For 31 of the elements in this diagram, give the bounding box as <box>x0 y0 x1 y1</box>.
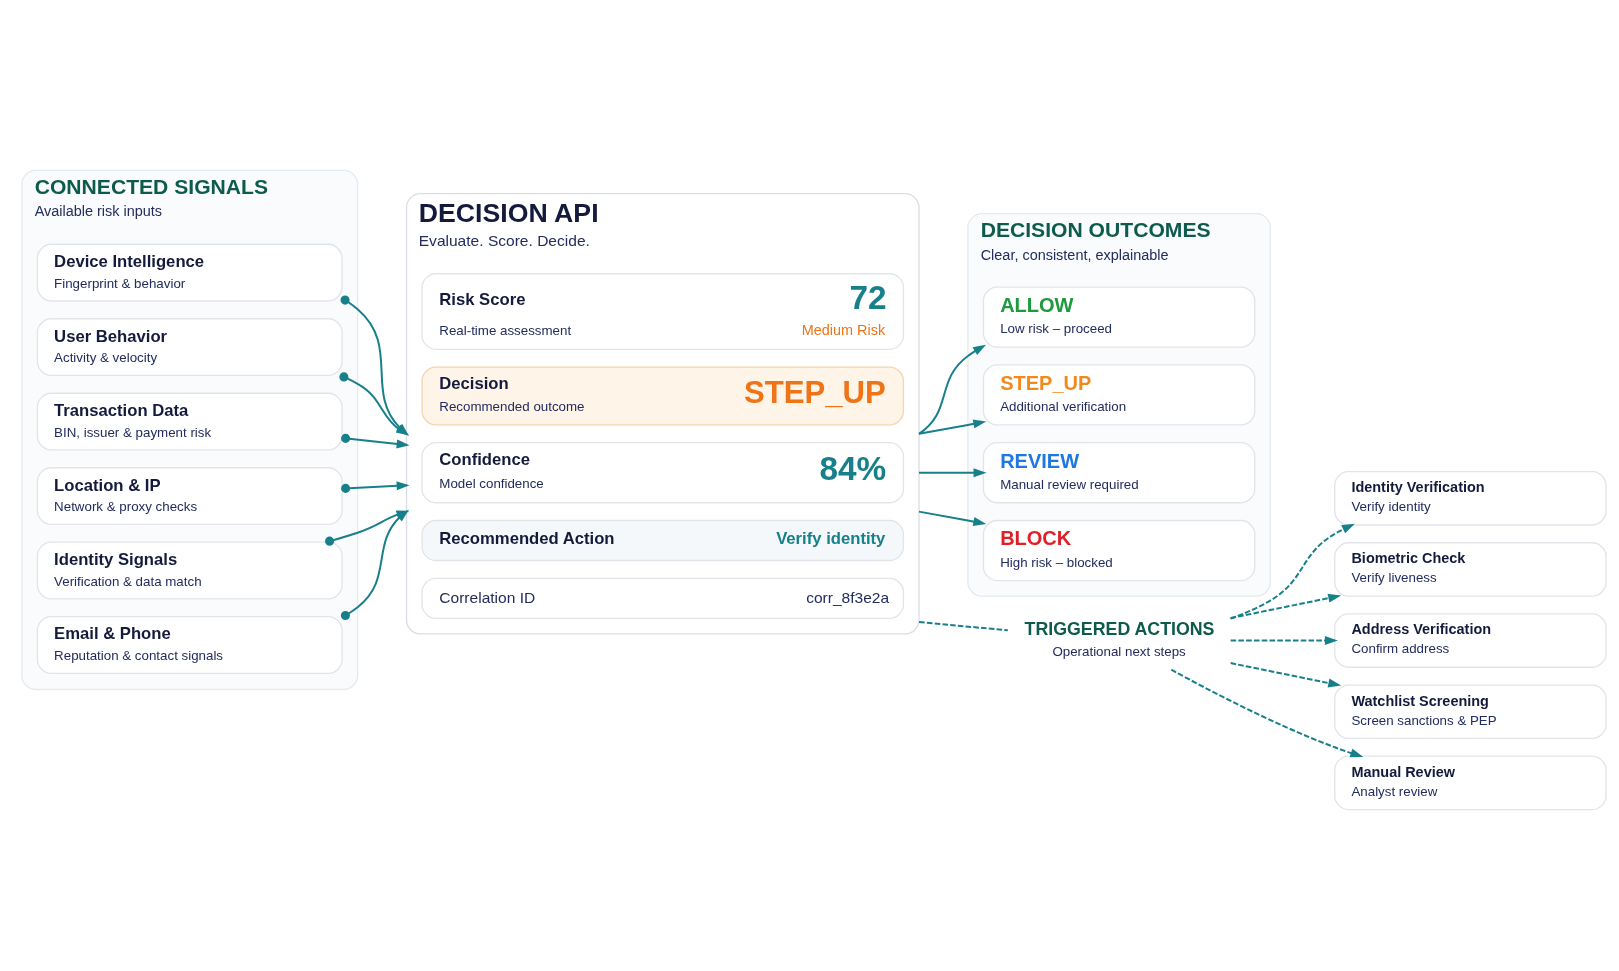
node-box: Correlation ID corr_8f3e2a <box>421 577 905 619</box>
node-box: ALLOW Low risk – proceed <box>982 286 1256 348</box>
node-box: Identity Signals Verification & data match <box>36 541 343 600</box>
arrow <box>341 481 410 493</box>
node-box: Location & IP Network & proxy checks <box>36 467 343 526</box>
node-box: Biometric Check Verify liveness <box>1334 542 1607 597</box>
node-box: User Behavior Activity & velocity <box>36 318 343 377</box>
arrow <box>918 468 987 478</box>
arrow <box>1229 523 1355 620</box>
node-box: Recommended Action Verify identity <box>421 519 905 562</box>
arrow <box>1229 636 1338 646</box>
node-box: BLOCK High risk – blocked <box>982 519 1256 582</box>
node-box: REVIEW Manual review required <box>982 442 1256 504</box>
node-box: Manual Review Analyst review <box>1334 755 1607 811</box>
node-box: Address Verification Confirm address <box>1334 613 1607 668</box>
node-box: Risk Score 72 Real-time assessment Medium Risk <box>421 273 905 350</box>
node-box: Device Intelligence Fingerprint & behavior <box>36 243 343 302</box>
arrow <box>1229 662 1342 688</box>
arrow <box>918 419 987 435</box>
arrow <box>1170 668 1364 758</box>
node-box: Email & Phone Reputation & contact signals <box>36 616 343 675</box>
arrow <box>341 433 410 449</box>
node-box: STEP_UP Additional verification <box>982 364 1256 426</box>
arrow <box>1229 593 1342 620</box>
node-box: Transaction Data BIN, issuer & payment risk <box>36 392 343 451</box>
node-box: Identity Verification Verify identity <box>1334 470 1607 526</box>
node-box: Watchlist Screening Screen sanctions & PEP <box>1334 684 1607 740</box>
arrow <box>918 344 986 435</box>
connector <box>918 621 1009 632</box>
node-text: TRIGGERED ACTIONS Operational next steps <box>1024 618 1215 659</box>
arrow <box>918 510 987 526</box>
